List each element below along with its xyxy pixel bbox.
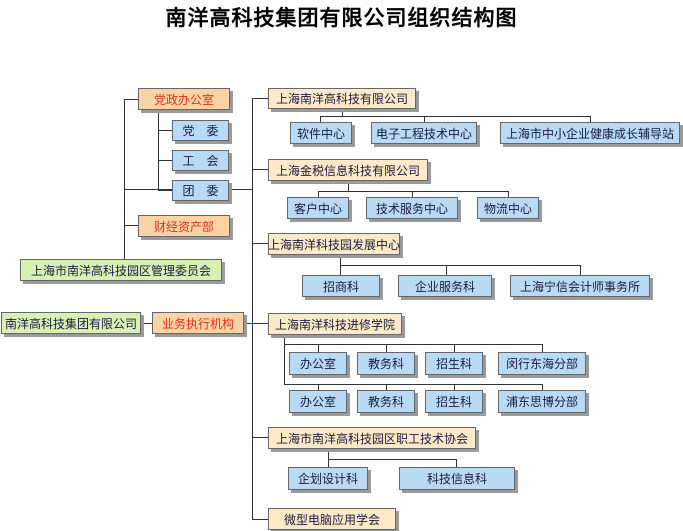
connector bbox=[124, 225, 138, 226]
connector bbox=[124, 99, 138, 100]
connector bbox=[454, 344, 455, 352]
dept-box: 企划设计科 bbox=[288, 467, 368, 490]
dept-box: 教务科 bbox=[357, 352, 415, 375]
dept-box: 招生科 bbox=[425, 352, 483, 375]
party-child-box: 工 会 bbox=[172, 150, 229, 171]
connector bbox=[386, 344, 387, 352]
connector bbox=[252, 323, 268, 324]
park-committee-box: 上海市南洋高科技园区管理委员会 bbox=[20, 259, 222, 281]
dept-box: 教务科 bbox=[357, 390, 415, 413]
connector bbox=[318, 384, 319, 390]
connector bbox=[284, 384, 542, 385]
connector bbox=[140, 323, 152, 324]
connector bbox=[328, 448, 329, 459]
dept-box: 电子工程技术中心 bbox=[371, 122, 477, 144]
connector bbox=[340, 265, 341, 275]
connector bbox=[328, 459, 456, 460]
dept-box: 招生科 bbox=[425, 390, 483, 413]
org-box: 上海金税信息科技有限公司 bbox=[268, 159, 428, 181]
connector bbox=[252, 98, 268, 99]
connector bbox=[454, 384, 455, 390]
org-box: 上海南洋高科技有限公司 bbox=[268, 88, 416, 109]
connector bbox=[158, 130, 172, 131]
connector bbox=[320, 116, 321, 122]
connector bbox=[424, 116, 425, 122]
dept-box: 浦东思博分部 bbox=[498, 390, 586, 413]
connector bbox=[158, 109, 159, 191]
dept-box: 物流中心 bbox=[477, 197, 539, 219]
root-company-box: 南洋高科技集团有限公司 bbox=[1, 312, 141, 334]
connector bbox=[386, 384, 387, 390]
connector bbox=[590, 116, 591, 122]
dept-box: 软件中心 bbox=[290, 122, 352, 144]
connector bbox=[252, 519, 268, 520]
connector bbox=[124, 99, 125, 259]
connector bbox=[508, 191, 509, 197]
dept-box: 招商科 bbox=[302, 275, 380, 297]
dept-box: 企业服务科 bbox=[398, 275, 492, 297]
connector bbox=[318, 344, 319, 352]
connector bbox=[284, 334, 285, 384]
connector bbox=[342, 108, 343, 116]
connector bbox=[348, 181, 349, 191]
connector bbox=[542, 384, 543, 390]
dept-box: 上海市中小企业健康成长辅导站 bbox=[500, 122, 680, 144]
dept-box: 办公室 bbox=[289, 390, 347, 413]
org-box: 微型电脑应用学会 bbox=[268, 508, 396, 530]
dept-box: 技术服务中心 bbox=[366, 197, 458, 219]
connector bbox=[320, 116, 590, 117]
connector bbox=[252, 437, 268, 438]
org-box: 上海南洋科技园发展中心 bbox=[268, 233, 400, 255]
connector bbox=[328, 459, 329, 467]
party-child-box: 党 委 bbox=[172, 120, 229, 141]
connector bbox=[252, 169, 268, 170]
trunk-line bbox=[252, 98, 253, 519]
connector bbox=[542, 344, 543, 352]
connector bbox=[284, 344, 542, 345]
connector bbox=[456, 459, 457, 467]
finance-dept-box: 财经资产部 bbox=[138, 215, 230, 237]
connector bbox=[158, 160, 172, 161]
business-execution-box: 业务执行机构 bbox=[152, 312, 244, 334]
dept-box: 科技信息科 bbox=[399, 467, 515, 490]
dept-box: 客户中心 bbox=[287, 197, 349, 219]
connector bbox=[412, 191, 413, 197]
chart-title: 南洋高科技集团有限公司组织结构图 bbox=[165, 6, 518, 30]
party-office-box: 党政办公室 bbox=[138, 88, 230, 110]
org-box: 上海南洋科技进修学院 bbox=[268, 313, 402, 335]
dept-box: 办公室 bbox=[289, 352, 347, 375]
connector bbox=[318, 191, 319, 197]
connector bbox=[158, 190, 172, 191]
connector bbox=[340, 255, 341, 265]
party-child-box: 团 委 bbox=[172, 180, 229, 201]
connector bbox=[340, 265, 580, 266]
connector bbox=[252, 243, 268, 244]
connector bbox=[318, 191, 508, 192]
connector bbox=[580, 265, 581, 275]
connector bbox=[244, 323, 252, 324]
dept-box: 上海宁信会计师事务所 bbox=[510, 275, 650, 297]
dept-box: 闵行东海分部 bbox=[498, 352, 586, 375]
org-box: 上海市南洋高科技园区职工技术协会 bbox=[268, 427, 476, 449]
connector bbox=[446, 265, 447, 275]
